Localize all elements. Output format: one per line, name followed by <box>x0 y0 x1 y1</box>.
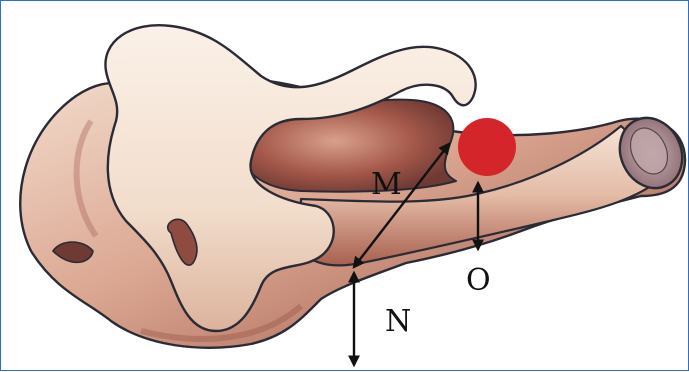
label-o: O <box>466 263 491 298</box>
label-n: N <box>385 304 411 339</box>
label-m: M <box>371 167 402 202</box>
red-marker <box>458 118 516 176</box>
